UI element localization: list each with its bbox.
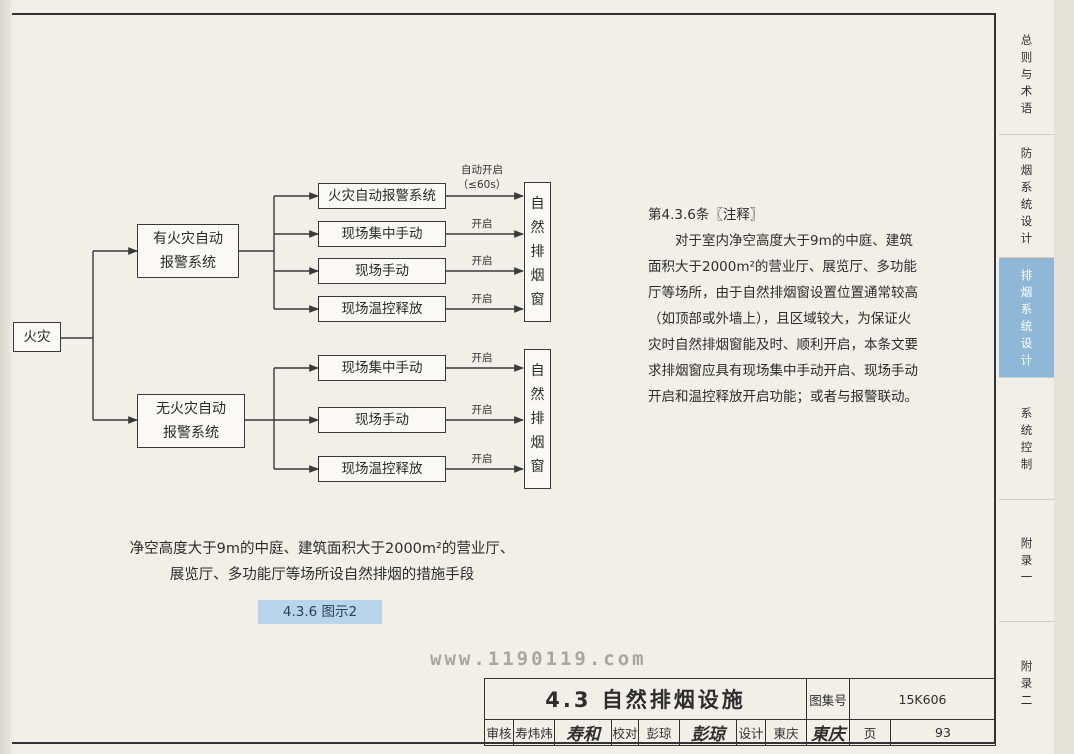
upper-action-auto-open: 自动开启 （≤60s）: [452, 162, 512, 192]
upper-branch-local-manual: 现场手动: [318, 258, 446, 284]
tab-appendix-2-char-1: 附: [1020, 658, 1033, 673]
lower-smoke-window-node: 自 然 排 烟 窗: [524, 349, 551, 489]
lower-target-char-2: 然: [530, 387, 545, 403]
without-alarm-source-node: 无火灾自动 报警系统: [137, 394, 245, 448]
tab-appendix-1[interactable]: 附 录 一: [999, 500, 1054, 622]
tab-system-control[interactable]: 系 统 控 制: [999, 378, 1054, 500]
clause-note-body: 对于室内净空高度大于9m的中庭、建筑面积大于2000m²的营业厅、展览厅、多功能…: [648, 233, 918, 405]
tab-smoke-exhaust-char-4: 统: [1020, 318, 1033, 333]
designer-signature: 東庆: [806, 719, 850, 746]
tab-smoke-control-char-5: 设: [1020, 214, 1033, 228]
figure-caption: 净空高度大于9m的中庭、建筑面积大于2000m²的营业厅、 展览厅、多功能厅等场…: [112, 536, 532, 588]
lower-target-char-5: 窗: [530, 459, 545, 475]
tab-general-terms-char-2: 则: [1020, 50, 1033, 64]
tab-general-terms[interactable]: 总 则 与 术 语: [999, 15, 1054, 135]
tab-smoke-control-char-6: 计: [1020, 231, 1033, 245]
upper-action-auto-open-line-2: （≤60s）: [457, 179, 507, 191]
tab-general-terms-char-4: 术: [1020, 84, 1033, 98]
tab-smoke-exhaust-char-1: 排: [1020, 267, 1033, 282]
upper-target-char-1: 自: [530, 196, 545, 212]
clause-note-heading: 第4.3.6条〖注释〗: [648, 207, 764, 223]
check-label: 校对: [611, 719, 639, 746]
tab-smoke-exhaust-char-6: 计: [1020, 352, 1033, 367]
page-binding-shadow: [0, 0, 12, 754]
tab-system-control-char-3: 控: [1020, 439, 1033, 454]
figure-caption-line-1: 净空高度大于9m的中庭、建筑面积大于2000m²的营业厅、: [129, 541, 515, 557]
with-alarm-line-2: 报警系统: [160, 255, 216, 271]
atlas-label: 图集号: [806, 678, 850, 720]
designer-name: 東庆: [765, 719, 807, 746]
tab-appendix-1-char-1: 附: [1020, 536, 1033, 550]
lower-branch-local-manual: 现场手动: [318, 407, 446, 433]
page-label: 页: [849, 719, 891, 746]
upper-target-char-4: 烟: [530, 268, 545, 284]
upper-action-auto-open-line-1: 自动开启: [461, 164, 503, 176]
reviewer-name: 寿炜炜: [513, 719, 555, 746]
tab-system-control-char-2: 统: [1020, 422, 1033, 437]
tab-general-terms-char-1: 总: [1020, 33, 1033, 47]
design-label: 设计: [736, 719, 766, 746]
tab-smoke-control-char-4: 统: [1020, 197, 1033, 211]
clause-note: 第4.3.6条〖注释〗 对于室内净空高度大于9m的中庭、建筑面积大于2000m²…: [648, 202, 918, 410]
tab-smoke-exhaust-design[interactable]: 排 烟 系 统 设 计: [999, 258, 1054, 378]
upper-branch-fire-alarm: 火灾自动报警系统: [318, 183, 446, 209]
review-label: 审核: [484, 719, 514, 746]
figure-number-tag: 4.3.6 图示2: [258, 600, 382, 624]
page-number: 93: [890, 719, 996, 746]
tab-appendix-2-char-2: 录: [1020, 675, 1033, 690]
upper-action-open-3: 开启: [471, 293, 493, 305]
tab-smoke-exhaust-char-3: 系: [1020, 301, 1033, 316]
lower-action-open-3: 开启: [471, 453, 493, 465]
tab-smoke-control-design[interactable]: 防 烟 系 统 设 计: [999, 135, 1054, 258]
lower-target-char-3: 排: [530, 411, 545, 427]
reviewer-signature: 寿和: [554, 719, 612, 746]
lower-target-char-1: 自: [530, 363, 545, 379]
title-block: 4.3 自然排烟设施 图集号 15K606 审核 寿炜炜 寿和 校对 彭琼 彭琼…: [484, 678, 996, 746]
tab-appendix-1-char-3: 一: [1020, 570, 1033, 584]
without-alarm-line-2: 报警系统: [163, 425, 219, 441]
tab-system-control-char-4: 制: [1020, 456, 1033, 471]
upper-action-open-1: 开启: [471, 218, 493, 230]
upper-action-open-2: 开启: [471, 255, 493, 267]
with-alarm-line-1: 有火灾自动: [153, 231, 223, 247]
upper-target-char-5: 窗: [530, 292, 545, 308]
tab-system-control-char-1: 系: [1020, 405, 1033, 420]
fire-root-node: 火灾: [13, 322, 61, 352]
tab-smoke-exhaust-char-5: 设: [1020, 335, 1033, 350]
chapter-tab-rail: 总 则 与 术 语 防 烟 系 统 设 计 排 烟 系 统 设 计 系 统 控 …: [999, 15, 1054, 754]
tab-general-terms-char-5: 语: [1020, 101, 1033, 115]
checker-signature: 彭琼: [679, 719, 737, 746]
upper-branch-thermal-release: 现场温控释放: [318, 296, 446, 322]
tab-appendix-1-char-2: 录: [1020, 553, 1033, 567]
tab-appendix-2-char-3: 二: [1020, 692, 1033, 707]
lower-action-open-2: 开启: [471, 404, 493, 416]
website-watermark: www.1190119.com: [430, 648, 647, 670]
next-page-edge: [1054, 0, 1074, 754]
section-title: 4.3 自然排烟设施: [484, 678, 807, 720]
tab-appendix-2[interactable]: 附 录 二: [999, 622, 1054, 744]
with-alarm-source-node: 有火灾自动 报警系统: [137, 224, 239, 278]
upper-smoke-window-node: 自 然 排 烟 窗: [524, 182, 551, 322]
lower-target-char-4: 烟: [530, 435, 545, 451]
atlas-number: 15K606: [849, 678, 996, 720]
checker-name: 彭琼: [638, 719, 680, 746]
upper-target-char-2: 然: [530, 220, 545, 236]
lower-action-open-1: 开启: [471, 352, 493, 364]
tab-smoke-exhaust-char-2: 烟: [1020, 284, 1033, 299]
tab-smoke-control-char-2: 烟: [1020, 163, 1033, 177]
upper-branch-central-manual: 现场集中手动: [318, 221, 446, 247]
tab-smoke-control-char-3: 系: [1020, 180, 1033, 194]
tab-general-terms-char-3: 与: [1020, 67, 1033, 81]
upper-target-char-3: 排: [530, 244, 545, 260]
lower-branch-central-manual: 现场集中手动: [318, 355, 446, 381]
lower-branch-thermal-release: 现场温控释放: [318, 456, 446, 482]
tab-smoke-control-char-1: 防: [1020, 146, 1033, 160]
figure-caption-line-2: 展览厅、多功能厅等场所设自然排烟的措施手段: [169, 567, 475, 583]
without-alarm-line-1: 无火灾自动: [156, 401, 226, 417]
